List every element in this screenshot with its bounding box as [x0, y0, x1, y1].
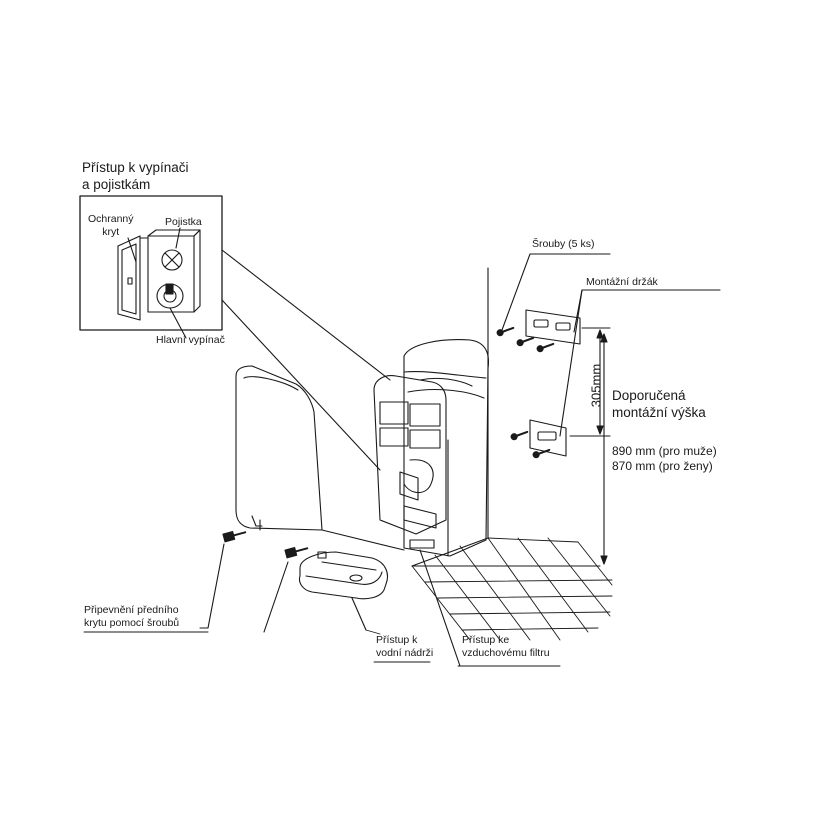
screws-label: Šrouby (5 ks) — [532, 238, 595, 250]
front-cover-screws-label: Připevnění předního krytu pomocí šroubů — [84, 604, 179, 630]
recommended-height-label: Doporučená montážní výška — [612, 388, 706, 422]
air-filter-line2: vzduchovému filtru — [462, 647, 550, 660]
front-cover-screws — [222, 530, 309, 559]
inset-title-line1: Přístup k vypínači — [82, 160, 189, 175]
height-men: 890 mm (pro muže) — [612, 444, 717, 458]
wall — [411, 267, 489, 567]
inset-title-line2: a pojistkám — [82, 176, 151, 192]
front-cover-line2: krytu pomocí šroubů — [84, 617, 180, 630]
inset-title: Přístup k vypínači a pojistkám — [82, 160, 189, 194]
front-cover — [235, 365, 405, 551]
front-cover-leaders — [199, 543, 289, 633]
lower-mounting-bracket — [529, 419, 567, 457]
air-filter-line1: Přístup ke — [462, 634, 510, 646]
guard-cover-label: Ochranný kryt — [88, 213, 134, 239]
hand-dryer-body — [373, 339, 490, 557]
upper-mounting-bracket — [525, 309, 581, 345]
air-filter-label: Přístup ke vzduchovému filtru — [462, 634, 550, 660]
height-dimension-label: 305mm — [588, 363, 604, 408]
height-dimension-line — [569, 327, 611, 565]
water-tank-label: Přístup k vodní nádrži — [376, 634, 433, 660]
fuse-icon — [161, 249, 183, 271]
water-tank-line1: Přístup k — [376, 634, 418, 646]
air-filter-leader — [419, 549, 461, 667]
floor-tiles — [411, 537, 613, 641]
water-tank — [298, 551, 389, 631]
height-values: 890 mm (pro muže) 870 mm (pro ženy) — [612, 444, 717, 474]
water-tank-line2: vodní nádrži — [376, 647, 434, 660]
inset-switch-panel — [117, 227, 201, 339]
main-switch-label: Hlavní vypínač — [156, 334, 225, 346]
fuse-label: Pojistka — [165, 216, 202, 228]
front-cover-line1: Připevnění předního — [84, 604, 179, 616]
inset-detail-box — [79, 195, 391, 471]
bracket-label: Montážní držák — [586, 276, 658, 288]
guard-cover-line2: kryt — [102, 226, 120, 239]
guard-cover-line1: Ochranný — [88, 213, 134, 225]
height-women: 870 mm (pro ženy) — [612, 459, 713, 473]
label-underlines — [83, 629, 561, 667]
mounting-leaders — [501, 253, 721, 437]
recommended-line2: montážní výška — [612, 404, 706, 420]
recommended-line1: Doporučená — [612, 388, 686, 403]
wall-screws — [496, 326, 555, 459]
